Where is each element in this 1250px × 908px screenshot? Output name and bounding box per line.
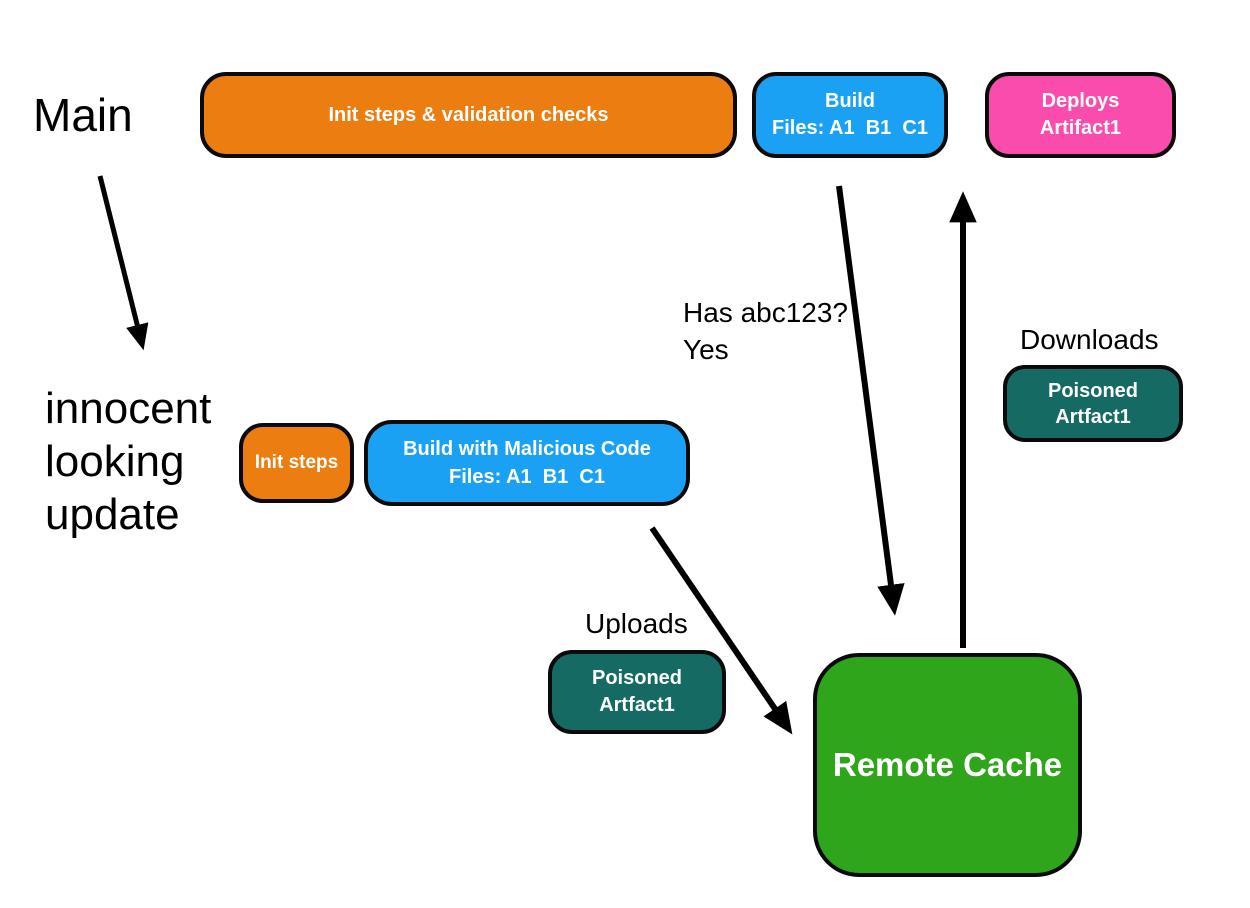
node-init-validation-checks-label: Init steps & validation checks — [328, 103, 609, 126]
node-deploys-artifact1: Deploys Artifact1 — [985, 72, 1176, 158]
node-build-main-line2: Files: A1 B1 C1 — [772, 117, 928, 139]
node-poisoned-artifact-upload: Poisoned Artfact1 — [548, 650, 726, 734]
node-remote-cache: Remote Cache — [813, 653, 1082, 877]
node-init-steps: Init steps — [239, 423, 354, 503]
uploads-label: Uploads — [585, 608, 688, 640]
cache-query-line2: Yes — [683, 334, 729, 365]
arrow-build-to-cache — [836, 185, 905, 616]
node-poisoned-artifact-download-line1: Poisoned — [1047, 379, 1138, 402]
main-branch-label-text: Main — [33, 89, 133, 141]
node-poisoned-artifact-download: Poisoned Artfact1 — [1003, 365, 1183, 442]
node-deploys-artifact1-line2: Artifact1 — [1039, 117, 1122, 139]
arrow-main-to-update — [97, 175, 149, 351]
uploads-label-text: Uploads — [585, 608, 688, 639]
innocent-update-line3: update — [45, 490, 180, 539]
node-build-main: Build Files: A1 B1 C1 — [752, 72, 948, 158]
node-poisoned-artifact-upload-line1: Poisoned — [591, 667, 682, 689]
cache-query-label: Has abc123? Yes — [683, 294, 848, 368]
downloads-label-text: Downloads — [1020, 324, 1159, 355]
node-build-with-malicious-code-line2: Files: A1 B1 C1 — [449, 466, 605, 488]
node-init-validation-checks: Init steps & validation checks — [200, 72, 737, 158]
node-remote-cache-label: Remote Cache — [832, 746, 1063, 783]
main-branch-label: Main — [33, 88, 133, 142]
node-build-with-malicious-code-line1: Build with Malicious Code — [403, 438, 651, 460]
innocent-update-line1: innocent — [45, 384, 212, 433]
node-build-main-line1: Build — [825, 90, 875, 112]
node-poisoned-artifact-upload-line2: Artfact1 — [599, 694, 675, 716]
downloads-label: Downloads — [1020, 324, 1159, 356]
node-build-with-malicious-code: Build with Malicious Code Files: A1 B1 C… — [364, 420, 690, 506]
node-deploys-artifact1-line1: Deploys — [1041, 90, 1120, 112]
node-poisoned-artifact-download-line2: Artfact1 — [1055, 405, 1131, 428]
innocent-update-line2: looking — [45, 437, 185, 486]
node-init-steps-label: Init steps — [254, 452, 339, 473]
cache-query-line1: Has abc123? — [683, 297, 849, 328]
innocent-update-label: innocent looking update — [45, 382, 211, 541]
